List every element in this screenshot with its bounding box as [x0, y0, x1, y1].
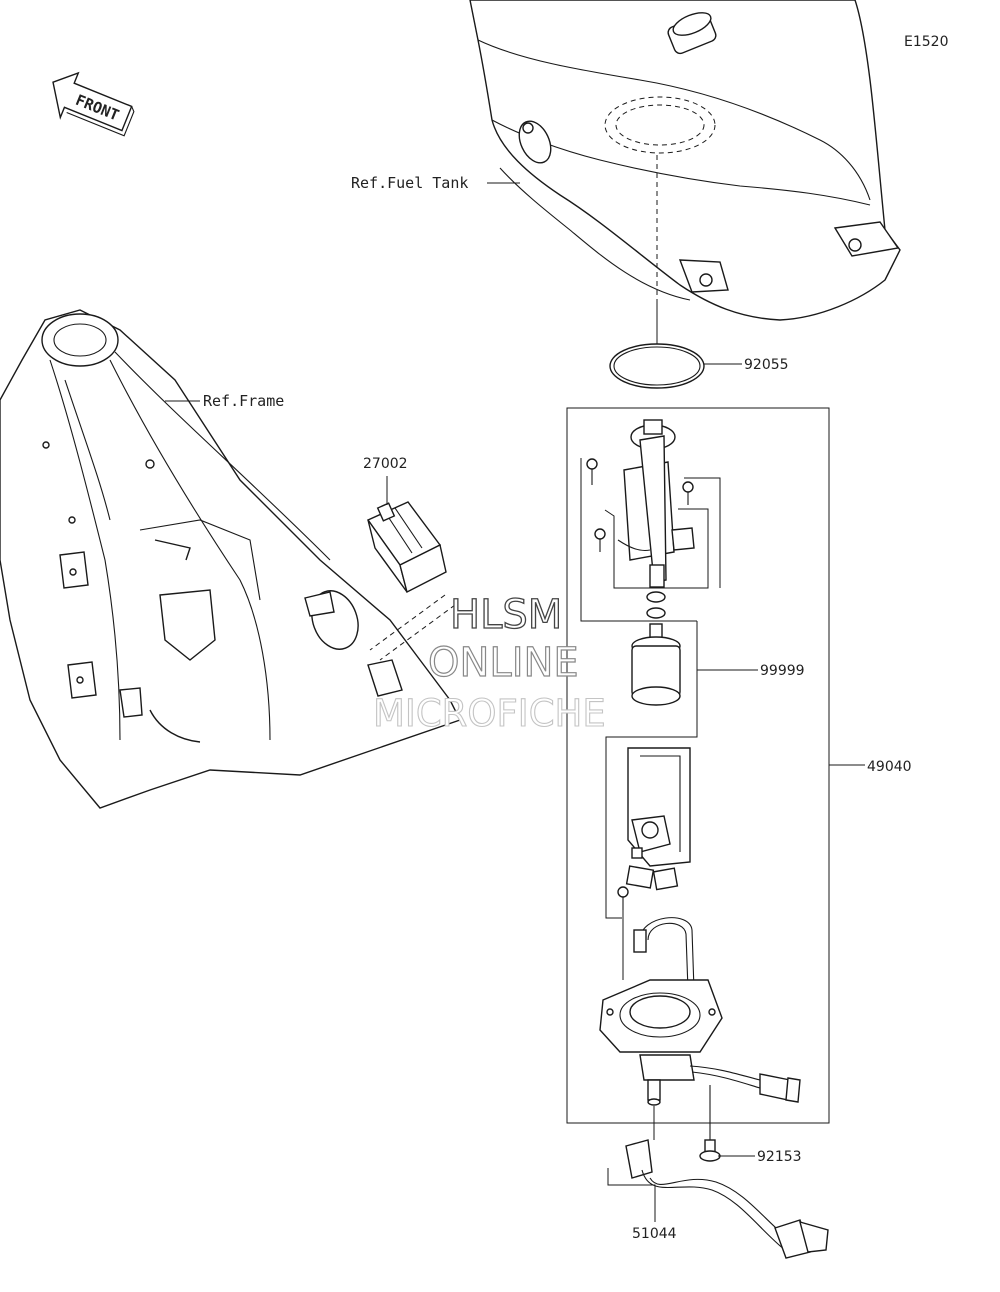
part-number-99999: 99999: [760, 663, 805, 679]
frame-drawing: [0, 309, 461, 809]
o-ring-92055: [609, 343, 705, 389]
part-number-51044: 51044: [632, 1226, 677, 1242]
screw-icon: [586, 458, 694, 552]
front-arrow-icon: FRONT: [52, 71, 135, 137]
part-number-92153: 92153: [757, 1149, 802, 1165]
watermark-line-1: HLSM: [450, 592, 562, 638]
fuel-filter-sender: [625, 747, 691, 891]
diagram-code: E1520: [904, 34, 948, 50]
watermark-line-3: MICROFICHE: [373, 692, 606, 735]
connector-27002: [366, 501, 447, 594]
fuel-tank-drawing: [469, 0, 901, 321]
fuel-hose-51044: [625, 1139, 829, 1259]
watermark-line-2: ONLINE: [428, 640, 579, 686]
fuel-pump-motor: [631, 623, 681, 706]
part-number-92055: 92055: [744, 357, 789, 373]
pump-base-plate: [599, 917, 801, 1106]
bolt-92153: [699, 1085, 721, 1162]
ref-fuel-tank-label: Ref.Fuel Tank: [351, 174, 468, 192]
watermark: HLSM ONLINE MICROFICHE: [372, 591, 606, 735]
part-number-49040: 49040: [867, 759, 912, 775]
part-number-27002: 27002: [363, 456, 408, 472]
pump-holder: [617, 419, 695, 588]
ref-frame-label: Ref.Frame: [203, 392, 284, 410]
